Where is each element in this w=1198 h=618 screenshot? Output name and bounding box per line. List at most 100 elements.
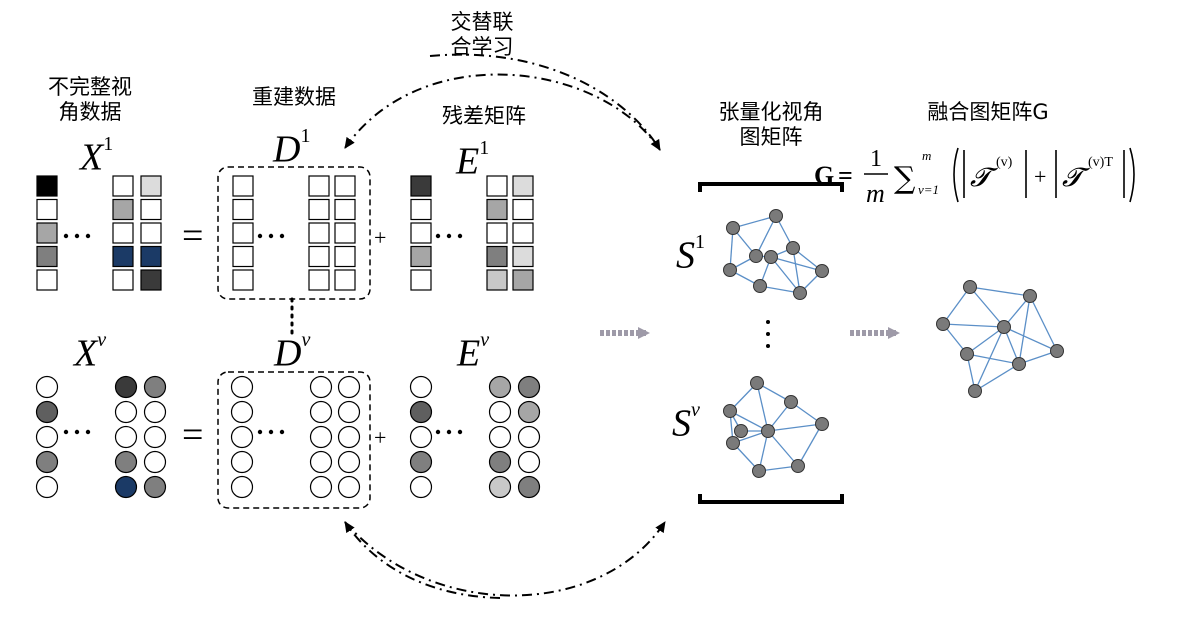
x1-symbol: X1 <box>80 133 114 179</box>
graph-s1-node <box>764 250 778 264</box>
formula-sum: ∑ <box>894 161 916 196</box>
x1-cell <box>112 245 134 268</box>
dv-node <box>337 450 361 474</box>
ellipsis-dot <box>446 429 452 435</box>
alternate-learning-arrows <box>344 53 666 599</box>
formula-plus: + <box>1034 164 1046 189</box>
ev-node <box>517 375 541 399</box>
formula-tensor-2: 𝓣 <box>1062 163 1090 193</box>
ellipsis-dot <box>85 233 91 239</box>
graph-fusion-edge <box>942 323 1005 328</box>
incomplete-data-line1: 不完整视 <box>48 75 132 99</box>
plus-sign-1: + <box>374 225 387 250</box>
x1-cell <box>36 222 58 244</box>
d1-cell <box>334 198 356 221</box>
ellipsis-dot <box>279 233 285 239</box>
graph-fusion-node <box>997 320 1011 334</box>
ev-node <box>517 400 541 424</box>
e1-symbol: E1 <box>456 137 490 183</box>
xv-symbol: Xv <box>74 329 107 375</box>
e1-cell <box>410 175 432 197</box>
tensor-graph-line1: 张量化视角 <box>718 100 824 124</box>
ellipsis-dot <box>74 429 80 435</box>
fusion-graph-label: 融合图矩阵G <box>927 100 1049 124</box>
graph-fusion-node <box>968 384 982 398</box>
formula-sum-bottom: v=1 <box>918 182 939 197</box>
x1-cell <box>140 222 162 244</box>
s1-symbol: S1 <box>676 231 705 277</box>
equals-sign-1: = <box>182 215 204 257</box>
dv-node <box>230 400 254 424</box>
graph-fusion-edge <box>1018 295 1031 365</box>
dv-node <box>309 475 333 499</box>
graph-fusion-node <box>1012 357 1026 371</box>
formula-frac-den: m <box>866 179 885 208</box>
ellipsis-dot <box>63 233 69 239</box>
graph-fusion-node <box>963 280 977 294</box>
ev-node <box>517 475 541 499</box>
graph-sv-node <box>752 464 766 478</box>
x1-cell <box>112 269 134 291</box>
xv-node <box>114 475 138 499</box>
graph-sv-edge <box>767 423 823 432</box>
formula-tensor-1: 𝓣 <box>970 163 998 193</box>
residual-matrix-label: 残差矩阵 <box>442 104 526 128</box>
graph-s1-edge <box>729 227 734 271</box>
graph-fusion-edge <box>942 286 971 325</box>
xv-node <box>35 475 59 499</box>
graph-fusion-edge <box>1003 326 1058 352</box>
ev-node <box>517 450 541 474</box>
e1-cell <box>486 198 508 221</box>
e1-cell <box>410 222 432 244</box>
e1-cell <box>512 198 534 221</box>
e1-cell <box>486 175 508 197</box>
x1-cell <box>112 175 134 197</box>
ev-node <box>488 425 512 449</box>
ellipsis-dot <box>268 429 274 435</box>
formula-frac-num: 1 <box>870 146 882 172</box>
graph-s1-edge <box>770 256 801 294</box>
tensor-bracket-top <box>698 182 844 192</box>
formula-sup-v: (v) <box>996 155 1013 170</box>
d1-cell <box>334 269 356 291</box>
x1-cell <box>36 175 58 197</box>
graph-s1-node <box>769 209 783 223</box>
ev-node <box>409 450 433 474</box>
ev-node <box>488 400 512 424</box>
graph-s1-node <box>726 221 740 235</box>
plus-sign-2: + <box>374 425 387 450</box>
ev-node <box>488 450 512 474</box>
formula-sum-top: m <box>922 148 931 163</box>
alternate-learning-label: 交替联 合学习 <box>427 10 537 60</box>
graph-sv-node <box>784 395 798 409</box>
circle-matrices <box>35 375 541 499</box>
ellipsis-dot <box>74 233 80 239</box>
xv-node <box>114 450 138 474</box>
graph-sv-edge <box>729 410 769 432</box>
dv-node <box>309 375 333 399</box>
dv-node <box>309 425 333 449</box>
graph-fusion-node <box>1023 289 1037 303</box>
graph-vdots <box>766 320 770 348</box>
graph-fusion-node <box>1050 344 1064 358</box>
graph-fusion <box>936 280 1064 398</box>
formula-lhs: G <box>814 161 834 190</box>
graph-sv-node <box>723 404 737 418</box>
ellipsis-dot <box>457 233 463 239</box>
xv-node <box>35 450 59 474</box>
xv-node <box>114 375 138 399</box>
xv-node <box>143 375 167 399</box>
e1-cell <box>512 269 534 291</box>
equals-sign-2: = <box>182 414 204 456</box>
x1-cell <box>112 198 134 221</box>
e1-cell <box>512 175 534 197</box>
xv-node <box>114 400 138 424</box>
ev-node <box>409 475 433 499</box>
graph-sv-node <box>726 436 740 450</box>
xv-node <box>35 425 59 449</box>
x1-cell <box>36 269 58 291</box>
d1-cell <box>232 198 254 221</box>
dv-node <box>230 450 254 474</box>
ev-node <box>517 425 541 449</box>
bottom-arc-arrow <box>344 521 666 597</box>
